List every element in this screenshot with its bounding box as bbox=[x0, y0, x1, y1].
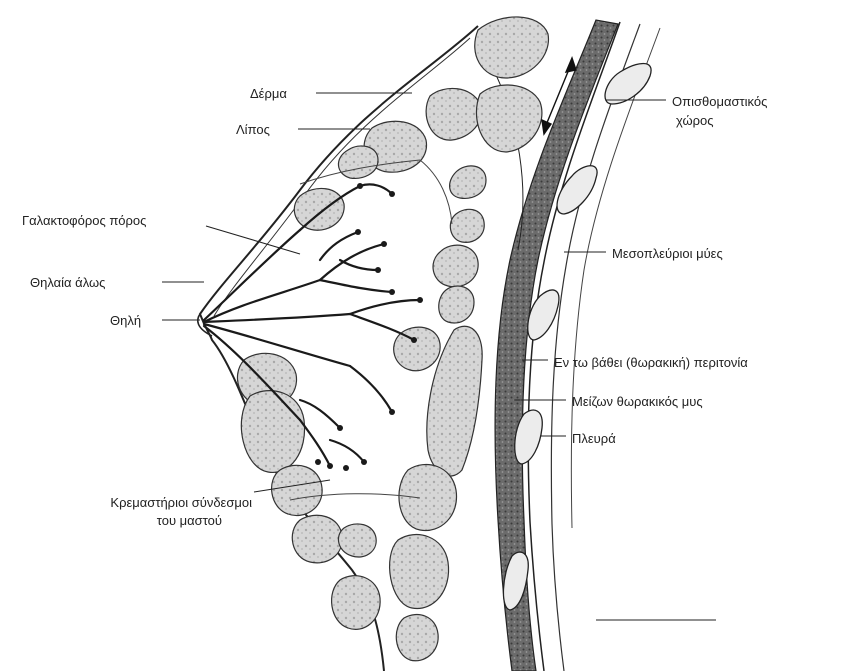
label-retromammary-space-line2: χώρος bbox=[676, 112, 714, 129]
label-lactiferous-duct: Γαλακτοφόρος πόρος bbox=[22, 212, 146, 229]
label-nipple: Θηλή bbox=[110, 312, 141, 329]
label-rib: Πλευρά bbox=[572, 430, 616, 447]
label-intercostal-muscles: Μεσοπλεύριοι μύες bbox=[612, 245, 723, 262]
label-retromammary-space-line1: Οπισθομαστικός bbox=[672, 93, 767, 110]
label-areola: Θηλαία άλως bbox=[30, 274, 105, 291]
label-suspensory-ligaments-line2: του μαστού bbox=[4, 512, 222, 529]
label-pectoralis-major: Μείζων θωρακικός μυς bbox=[572, 393, 703, 410]
label-fat: Λίπος bbox=[236, 121, 270, 138]
label-dermis: Δέρμα bbox=[250, 85, 287, 102]
label-deep-pectoral-fascia: Εν τω βάθει (θωρακική) περιτονία bbox=[554, 354, 748, 371]
label-suspensory-ligaments-line1: Κρεμαστήριοι σύνδεσμοι bbox=[4, 494, 252, 511]
